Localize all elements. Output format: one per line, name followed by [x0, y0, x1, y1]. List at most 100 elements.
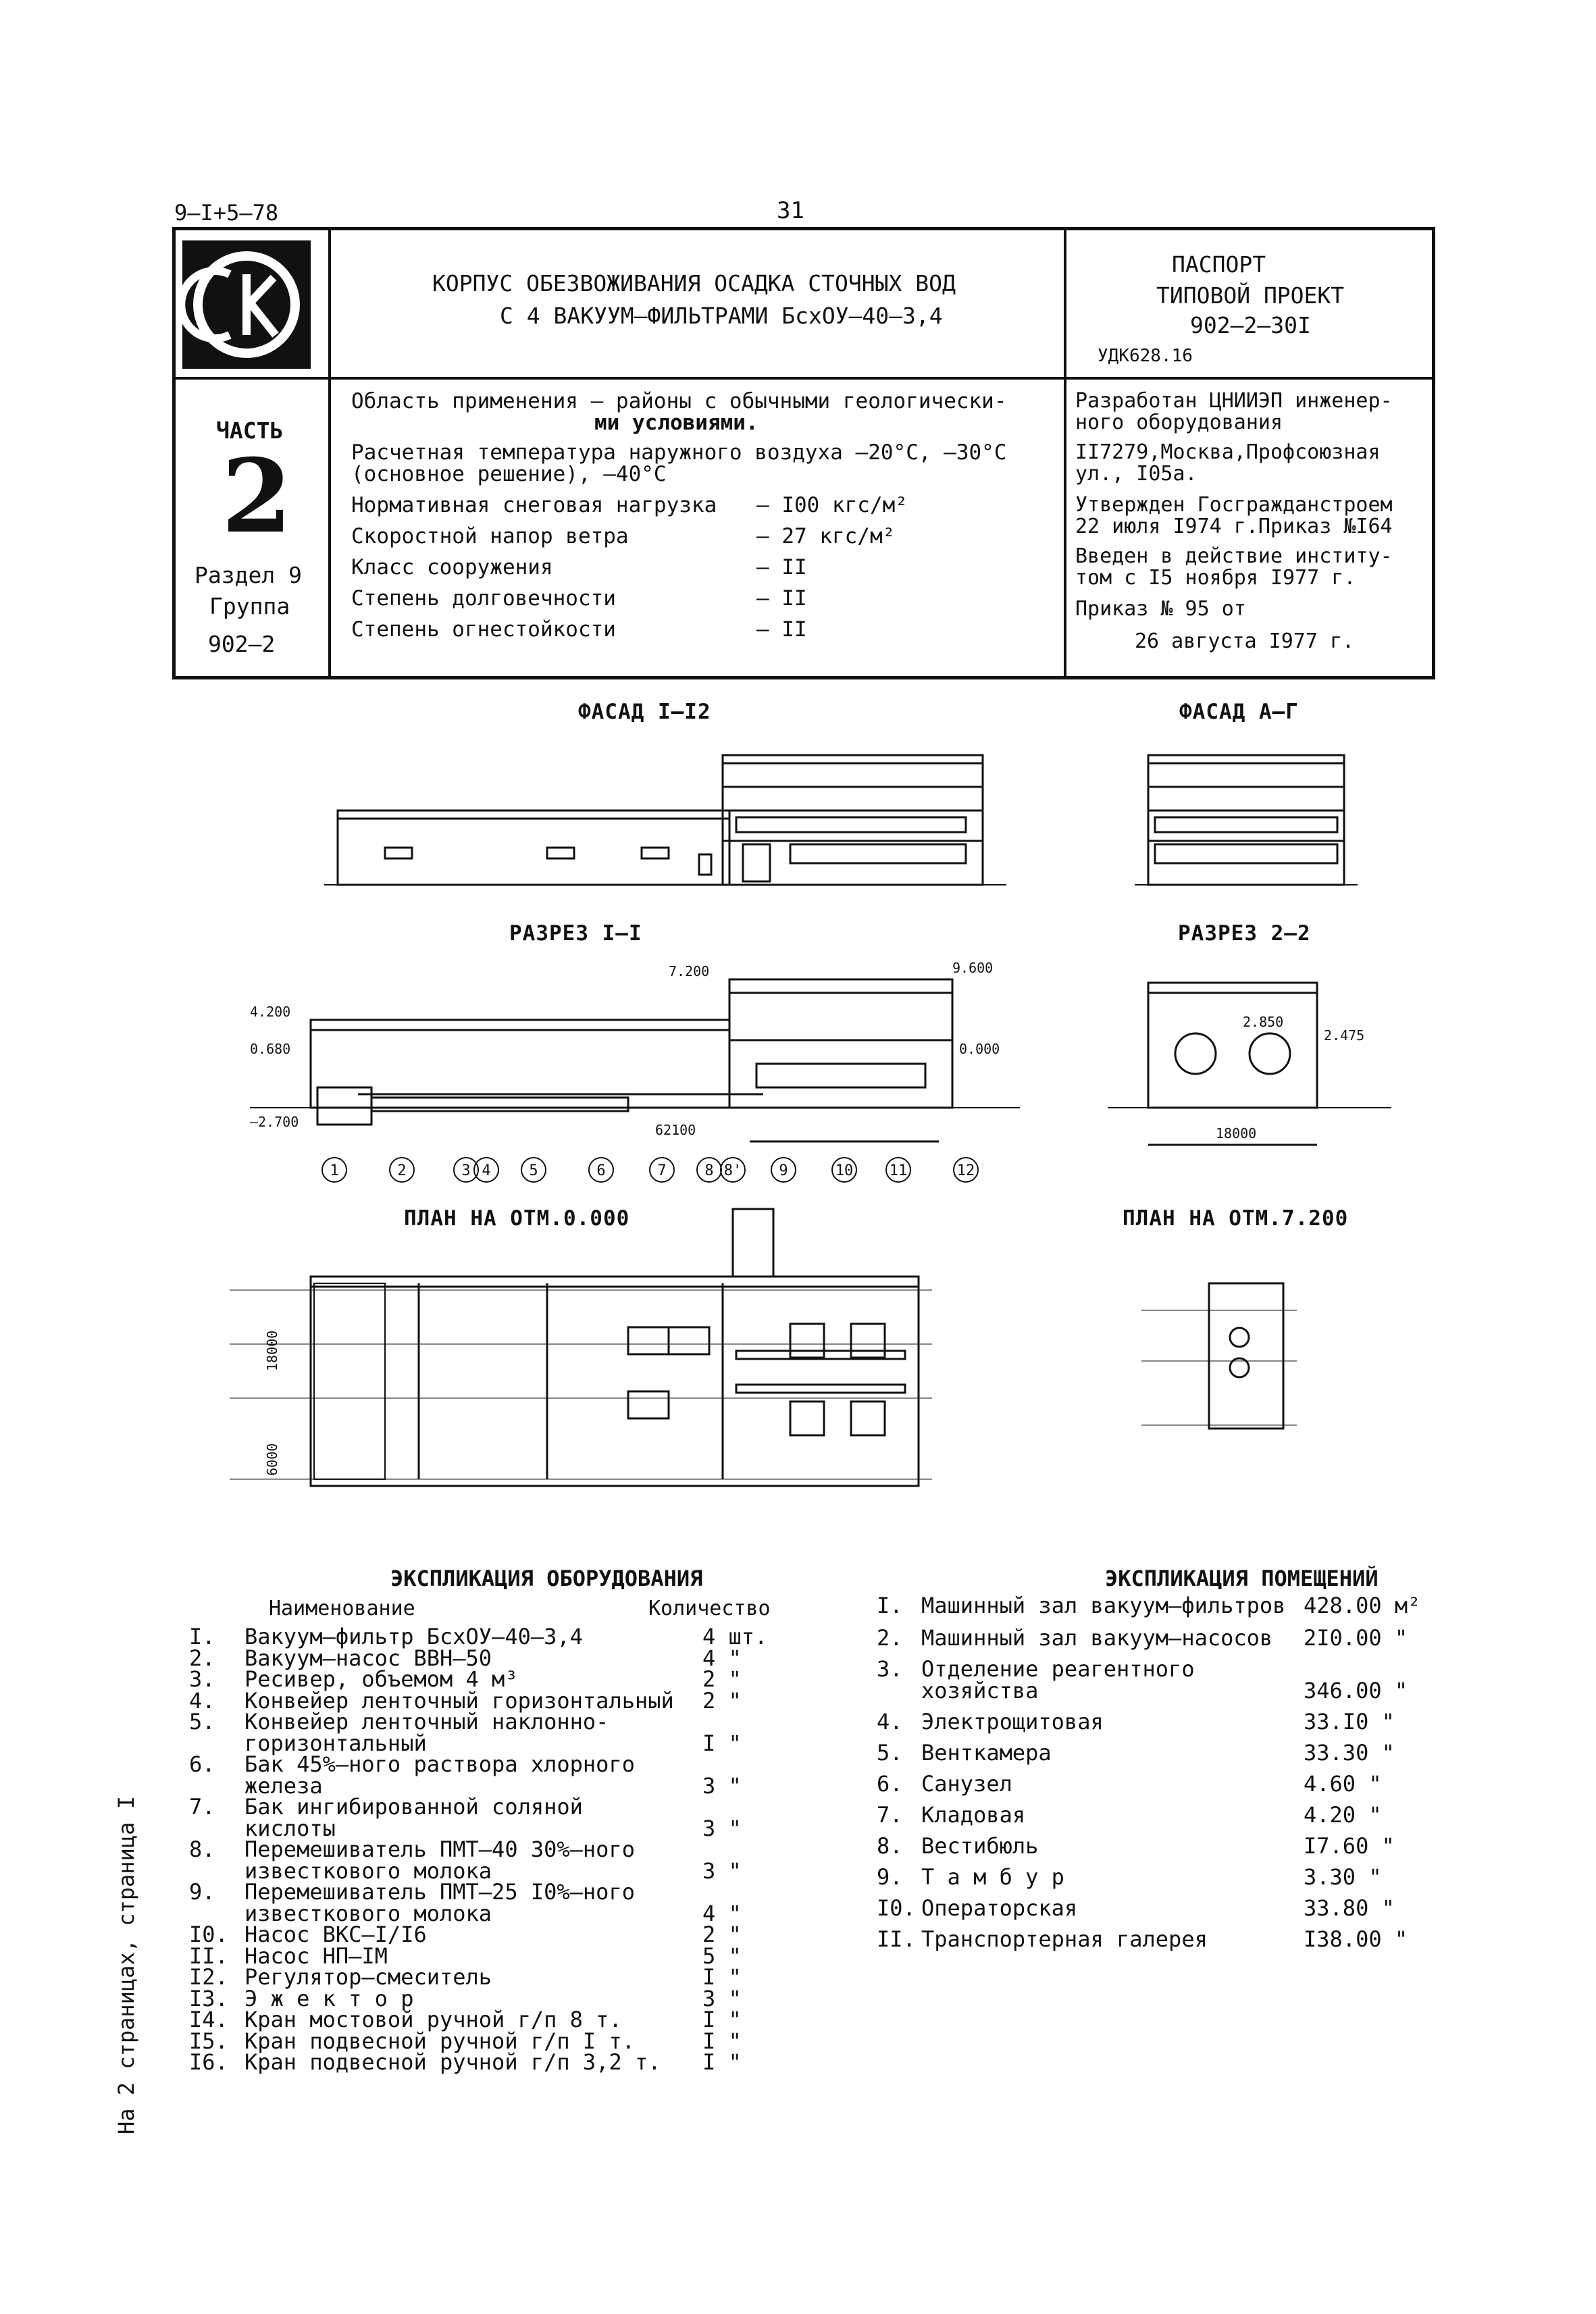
project-number: 902–2–30I — [1190, 312, 1311, 338]
equipment-row-number: II. — [189, 1943, 228, 1969]
equipment-row-name: Конвейер ленточный наклонно- — [244, 1709, 609, 1734]
equipment-row-qty: I " — [702, 1730, 742, 1756]
room-row-number: 6. — [877, 1771, 903, 1797]
lvl-2700: –2.700 — [250, 1114, 299, 1130]
equipment-row-number: 5. — [189, 1709, 215, 1734]
group-number: 902–2 — [208, 631, 276, 657]
param-durability-label: Степень долговечности — [351, 586, 616, 611]
plan-0-title: ПЛАН НА ОТМ.0.000 — [404, 1206, 630, 1231]
room-row-number: I0. — [877, 1895, 916, 1921]
equipment-row-qty: I " — [702, 1964, 742, 1990]
axis-bubble — [831, 1157, 857, 1183]
equipment-row-name: Кран подвесной ручной г/п 3,2 т. — [244, 2049, 661, 2075]
lvl-7200: 7.200 — [669, 963, 709, 979]
equipment-row-qty: 4 " — [702, 1900, 742, 1926]
room-row-area: I7.60 " — [1304, 1833, 1395, 1859]
title-line-2: С 4 ВАКУУМ–ФИЛЬТРАМИ БсхОУ–40–3,4 — [500, 303, 943, 329]
room-row-area: 33.I0 " — [1304, 1709, 1395, 1734]
param-snow-value: – I00 кгс/м² — [756, 493, 908, 517]
param-snow-label: Нормативная снеговая нагрузка — [351, 493, 717, 517]
approval-addr-2: ул., I05а. — [1075, 462, 1198, 486]
equipment-row-number: 7. — [189, 1794, 215, 1820]
param-area-2: ми условиями. — [594, 411, 758, 435]
title-line-1: КОРПУС ОБЕЗВОЖИВАНИЯ ОСАДКА СТОЧНЫХ ВОД — [432, 270, 956, 297]
equipment-row-name: Насос ВКС–I/I6 — [244, 1922, 427, 1947]
equipment-col-qty: Количество — [648, 1597, 771, 1620]
room-row-name: Кладовая — [921, 1802, 1026, 1828]
param-class-label: Класс сооружения — [351, 555, 553, 580]
axis-label: 10 — [835, 1162, 854, 1179]
room-row-name: Машинный зал вакуум–фильтров — [921, 1593, 1286, 1618]
equipment-row-qty: I " — [702, 2007, 742, 2032]
axis-bubble — [453, 1157, 479, 1183]
section-2-2-drawing: 2.850 2.475 18000 — [1108, 981, 1391, 1146]
axis-label: 1 — [330, 1162, 338, 1179]
section-2-2-title: РАЗРЕЗ 2–2 — [1178, 921, 1311, 946]
equipment-row-name: Э ж е к т о р — [244, 1985, 414, 2011]
axis-label: 2 — [397, 1162, 406, 1179]
lvl-9600: 9.600 — [952, 960, 993, 976]
equipment-row-name: Вакуум–фильтр БсхОУ–40–3,4 — [244, 1624, 583, 1649]
equipment-row-name: Вакуум–насос ВВН–50 — [244, 1645, 492, 1671]
equipment-row-name: Насос НП–IМ — [244, 1943, 388, 1969]
equipment-row-qty: 3 " — [702, 1772, 742, 1799]
room-row-name: Венткамера — [921, 1740, 1052, 1766]
equipment-row-name: Бак 45%–ного раствора хлорного — [244, 1751, 635, 1777]
room-row-area: I38.00 " — [1304, 1926, 1408, 1952]
param-area-1: Область применения – районы с обычными г… — [351, 389, 1007, 413]
room-row-number: 8. — [877, 1833, 903, 1859]
equipment-row-name: кислоты — [244, 1815, 336, 1841]
param-wind-label: Скоростной напор ветра — [351, 524, 629, 548]
axis-label: 9 — [779, 1162, 788, 1179]
equipment-row-name: известкового молока — [244, 1900, 492, 1926]
sk-logo-icon — [177, 251, 300, 358]
axis-bubble — [649, 1157, 675, 1183]
equipment-row-number: I2. — [189, 1964, 228, 1990]
section-1-1-title: РАЗРЕЗ I–I — [509, 921, 642, 946]
equipment-row-name: Ресивер, объемом 4 м³ — [244, 1666, 518, 1692]
room-row-number: I. — [877, 1593, 903, 1618]
equipment-row-number: 2. — [189, 1645, 215, 1671]
equipment-row-qty: 3 " — [702, 1815, 742, 1841]
plan-7200-title: ПЛАН НА ОТМ.7.200 — [1123, 1206, 1349, 1231]
room-row-name: Вестибюль — [921, 1833, 1039, 1859]
udk: УДК628.16 — [1098, 346, 1193, 366]
equipment-row-number: I3. — [189, 1985, 228, 2011]
lvl-0000: 0.000 — [959, 1041, 1000, 1057]
equipment-row-qty: 5 " — [702, 1943, 742, 1969]
room-row-area: 33.80 " — [1304, 1895, 1395, 1921]
param-durability-value: – II — [756, 586, 807, 611]
equipment-row-number: 4. — [189, 1687, 215, 1714]
room-row-area: 3.30 " — [1304, 1864, 1382, 1890]
equipment-row-number: I5. — [189, 2028, 228, 2054]
room-row-name: Санузел — [921, 1771, 1012, 1797]
plan-dim-6000: 6000 — [264, 1443, 280, 1476]
section-label: Раздел 9 — [195, 562, 302, 588]
equipment-row-number: I4. — [189, 2007, 228, 2032]
equipment-col-name: Наименование — [269, 1597, 415, 1620]
equipment-row-name: горизонтальный — [244, 1730, 427, 1756]
equipment-row-name: Конвейер ленточный горизонтальный — [244, 1687, 674, 1714]
approval-order: Приказ № 95 от — [1075, 597, 1246, 621]
lvl-2475: 2.475 — [1324, 1027, 1364, 1044]
lvl-2850: 2.850 — [1243, 1014, 1283, 1030]
equipment-row-name: Перемешиватель ПМТ–25 I0%–ного — [244, 1879, 635, 1905]
room-row-name: хозяйства — [921, 1678, 1039, 1703]
project-type: ТИПОВОЙ ПРОЕКТ — [1156, 282, 1345, 309]
equipment-row-number: I6. — [189, 2049, 228, 2075]
passport-label: ПАСПОРТ — [1172, 251, 1266, 278]
equipment-row-name: железа — [244, 1772, 323, 1799]
axis-label: 4 — [482, 1162, 490, 1179]
room-row-area: 2I0.00 " — [1304, 1625, 1408, 1651]
approval-dev-1: Разработан ЦНИИЭП инженер- — [1075, 389, 1393, 413]
approval-introduced-1: Введен в действие институ- — [1075, 544, 1393, 568]
axis-bubble — [521, 1157, 546, 1183]
room-row-number: 5. — [877, 1740, 903, 1766]
axis-label: 5 — [529, 1162, 538, 1179]
equipment-row-number: 9. — [189, 1879, 215, 1905]
room-row-name: Машинный зал вакуум–насосов — [921, 1625, 1273, 1651]
param-wind-value: – 27 кгс/м² — [756, 524, 896, 548]
plan-0-drawing: 18000 6000 — [230, 1208, 932, 1487]
equipment-row-number: I0. — [189, 1922, 228, 1947]
room-row-area: 4.20 " — [1304, 1802, 1382, 1828]
